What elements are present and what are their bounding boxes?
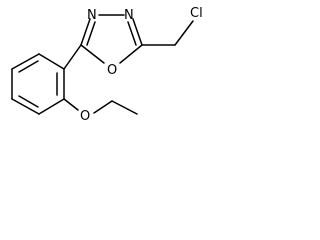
benzene-ring	[11, 53, 65, 115]
molecule-diagram: N N O Cl O	[11, 6, 203, 124]
bond-ch2-cl	[174, 20, 194, 46]
bond-benzene-inner-a	[18, 60, 39, 73]
bond-benzene-4	[11, 98, 40, 115]
bond-aryl-o	[63, 98, 79, 111]
bond-benzene-5	[38, 98, 65, 115]
bond-n-c-right-double	[127, 21, 137, 46]
bond-n-c-left-single	[80, 18, 91, 46]
atom-label-n-left: N	[87, 8, 97, 23]
bond-c-o-left	[80, 44, 105, 64]
bond-c-o-right	[119, 44, 143, 64]
bond-n-c-right-single	[132, 18, 143, 46]
bond-benzene-1	[38, 53, 65, 70]
bond-n-c-left-double	[86, 21, 96, 46]
bond-benzene-inner-b	[18, 95, 39, 108]
structure-canvas: N N O Cl O	[0, 0, 246, 146]
bond-ring-link	[63, 44, 82, 70]
atom-label-o-ether: O	[80, 109, 90, 124]
atom-label-cl: Cl	[190, 6, 203, 21]
ethoxy-group	[63, 98, 138, 115]
atom-label-n-right: N	[124, 8, 134, 23]
chloromethyl-group	[141, 20, 194, 46]
atom-label-o-ring: O	[107, 63, 117, 78]
bond-benzene-2	[11, 53, 40, 70]
bond-o-ch2	[93, 100, 113, 114]
bond-ch2-ch3	[111, 100, 138, 115]
oxadiazole-ring	[80, 14, 143, 64]
